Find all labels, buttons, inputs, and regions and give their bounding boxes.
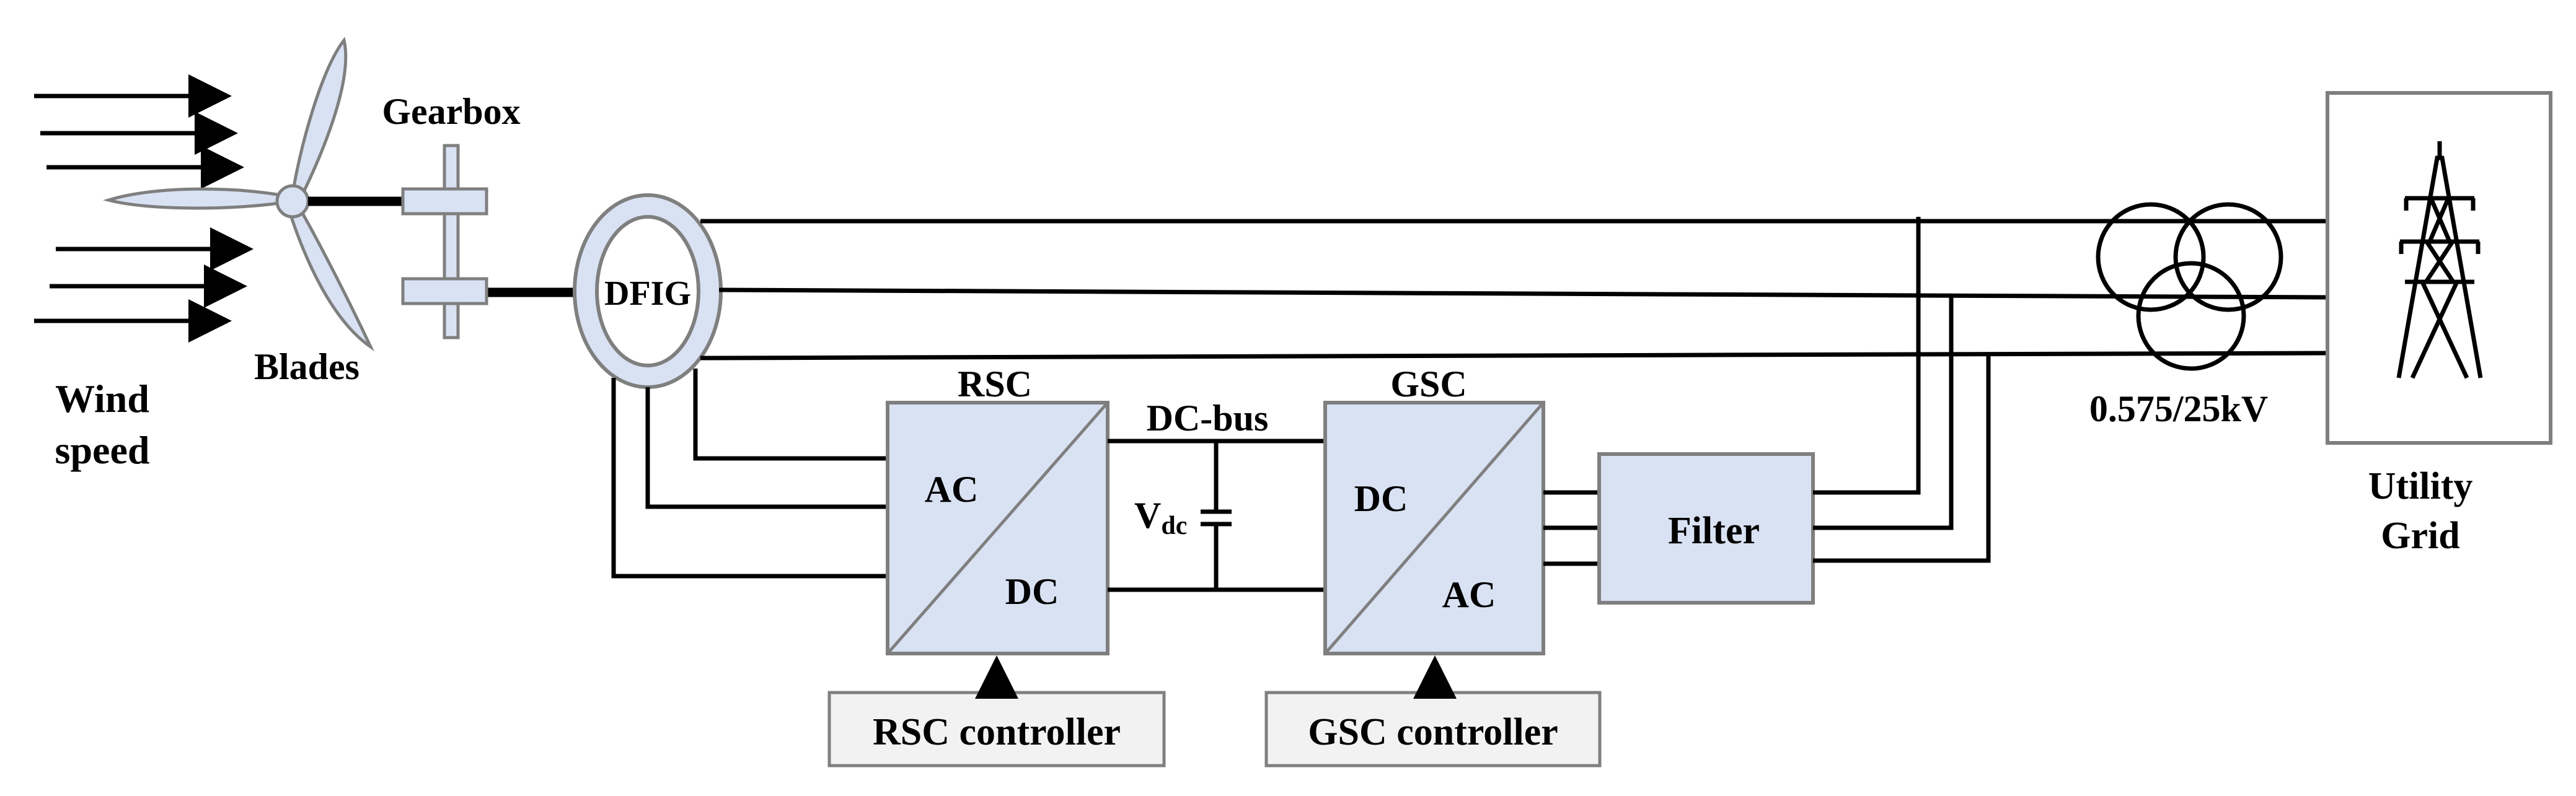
- turbine-hub: [275, 184, 310, 219]
- blade-left: [102, 187, 293, 210]
- gearbox-label: Gearbox: [382, 91, 520, 132]
- gsc-dc-label: DC: [1354, 478, 1408, 519]
- transmission-tower-icon: [2396, 141, 2483, 379]
- wind-speed-label-line2: speed: [55, 428, 150, 472]
- three-winding-transformer-icon: [2096, 202, 2283, 371]
- dc-bus: DC-bus Vdc: [1108, 398, 1325, 592]
- blades-label: Blades: [254, 346, 359, 387]
- gsc-ac-label: AC: [1442, 574, 1496, 615]
- transformer-winding-right: [2173, 202, 2283, 312]
- filter-grid-lines: [1813, 217, 1991, 563]
- dc-bus-label: DC-bus: [1147, 398, 1269, 439]
- gsc-filter-lines: [1543, 490, 1599, 566]
- rotor-phase-c: [611, 378, 888, 579]
- gsc-label: GSC: [1390, 364, 1467, 405]
- tower-brace-6: [2410, 281, 2459, 379]
- wind-turbine-icon: [102, 37, 375, 352]
- wind-arrows: [34, 74, 254, 343]
- tower-brace-4: [2424, 240, 2455, 283]
- gearbox: [401, 144, 488, 339]
- rotor-phase-a: [693, 369, 888, 461]
- gsc-controller: GSC controller: [1264, 655, 1602, 768]
- filter-phase-b: [1813, 296, 1954, 530]
- transformer-rating-label: 0.575/25kV: [2089, 388, 2268, 429]
- vdc-symbol: V: [1134, 495, 1161, 536]
- rsc-label: RSC: [958, 364, 1032, 405]
- wind-speed-label-line1: Wind: [55, 377, 149, 421]
- transformer-winding-bottom: [2136, 261, 2246, 371]
- rsc-divider: [886, 401, 1109, 655]
- rsc-dc-label: DC: [1005, 571, 1059, 612]
- gearbox-gear-lower: [401, 277, 488, 305]
- gsc-controller-box: [1264, 691, 1602, 768]
- tower-brace-2: [2427, 197, 2451, 243]
- rotor-phase-b: [645, 387, 888, 509]
- transformer-winding-left: [2096, 202, 2206, 312]
- rsc-converter: RSC AC DC: [886, 364, 1109, 655]
- rotor-lines: [611, 369, 888, 579]
- gearbox-gear-upper: [401, 187, 488, 216]
- blade-lower: [286, 202, 375, 352]
- blade-upper: [289, 37, 348, 207]
- dfig-rotor: [595, 215, 700, 367]
- vdc-subscript: dc: [1161, 512, 1187, 540]
- vdc-label: Vdc: [1134, 495, 1187, 540]
- filter-label: Filter: [1668, 510, 1760, 552]
- utility-grid-box: [2326, 91, 2552, 445]
- tower-brace-5: [2420, 281, 2469, 379]
- filter-box: [1597, 452, 1815, 605]
- gsc-divider: [1324, 401, 1545, 655]
- dfig-generator: DFIG: [573, 193, 723, 389]
- utility-grid: Utility Grid: [2326, 91, 2552, 557]
- rsc-controller: RSC controller: [827, 655, 1166, 768]
- rsc-controller-label: RSC controller: [873, 711, 1121, 753]
- gearbox-shaft: [443, 144, 460, 339]
- stator-phase-c: [700, 351, 2328, 361]
- utility-grid-label-line1: Utility: [2368, 465, 2473, 507]
- filter-phase-c: [1813, 353, 1991, 563]
- gsc-controller-label: GSC controller: [1308, 711, 1558, 753]
- filter-block: Filter: [1597, 452, 1815, 605]
- rsc-ac-label: AC: [925, 469, 979, 510]
- dfig-label: DFIG: [604, 274, 691, 313]
- stator-phase-b: [718, 287, 2328, 300]
- utility-grid-label-line2: Grid: [2381, 515, 2459, 557]
- stator-lines: [700, 219, 2328, 361]
- filter-phase-a: [1813, 217, 1921, 495]
- gsc-converter: GSC DC AC: [1323, 364, 1545, 655]
